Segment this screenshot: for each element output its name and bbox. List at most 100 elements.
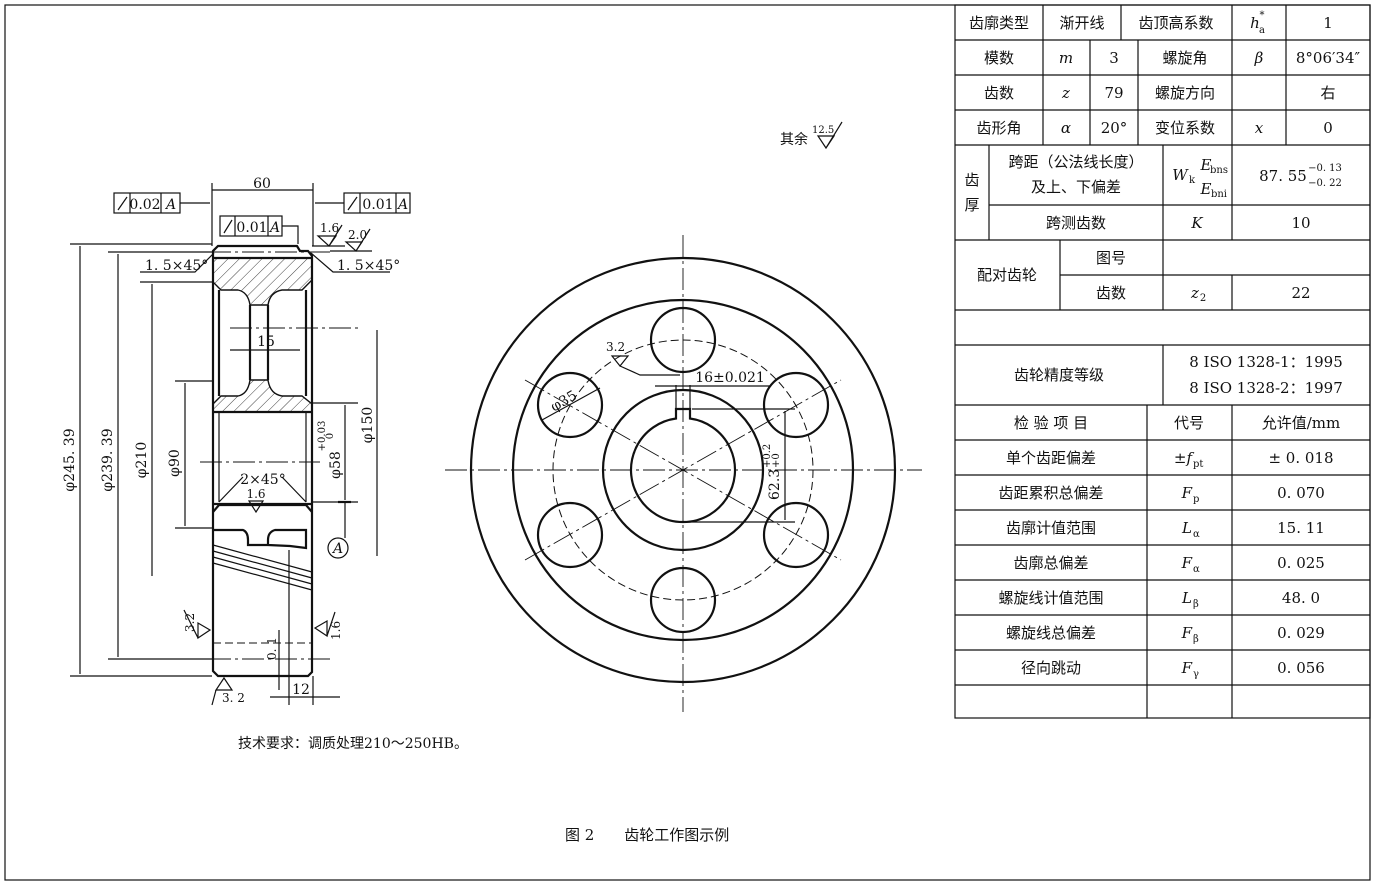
svg-text:0.01: 0.01 — [236, 220, 267, 236]
svg-text:及上、下偏差: 及上、下偏差 — [1031, 178, 1121, 196]
inspection-item: 螺旋线计值范围 — [998, 589, 1103, 607]
bore-with-keyway — [629, 407, 737, 524]
inspection-value: 0. 070 — [1277, 484, 1325, 502]
roughness-top-a: 1.6 — [320, 221, 339, 235]
inspection-item: 齿廓总偏差 — [1013, 554, 1088, 572]
tip-diameter: φ245. 39 — [62, 428, 78, 491]
svg-text:*: * — [1260, 10, 1265, 21]
runout-arrow-icon — [347, 196, 358, 211]
roughness-left-face: 3.2 — [183, 613, 197, 632]
svg-text:bns: bns — [1210, 165, 1228, 176]
svg-text:允许值/mm: 允许值/mm — [1262, 414, 1341, 432]
bore-roughness: 1.6 — [246, 487, 265, 501]
svg-text:齿数: 齿数 — [984, 84, 1014, 102]
svg-text:检 验 项 目: 检 验 项 目 — [1014, 414, 1088, 432]
roughness-right-face: 1.6 — [329, 621, 343, 640]
svg-text:a: a — [1259, 25, 1265, 36]
hole-diameter: φ35 — [548, 388, 580, 416]
svg-text:螺旋方向: 螺旋方向 — [1155, 84, 1215, 102]
other-roughness-value: 12.5 — [812, 125, 834, 136]
svg-text:k: k — [1189, 175, 1196, 186]
bore-chamfer: 2×45° — [240, 472, 285, 488]
inspection-value: 0. 025 — [1277, 554, 1325, 572]
cell-span-value: 87. 55 — [1259, 167, 1307, 185]
svg-text:A: A — [164, 197, 176, 213]
svg-text:齿形角: 齿形角 — [976, 119, 1021, 137]
front-view: φ35 16±0.021 3.2 62.3 +0.2 +0 — [445, 235, 922, 712]
inspection-item: 齿廓计值范围 — [1006, 519, 1096, 537]
inspection-item: 单个齿距偏差 — [1006, 449, 1096, 467]
hole — [762, 501, 830, 569]
inspection-value: ± 0. 018 — [1268, 449, 1333, 467]
svg-text:模数: 模数 — [984, 49, 1014, 67]
roughness-symbol-icon — [344, 228, 371, 252]
hole — [649, 306, 717, 374]
svg-text:齿: 齿 — [964, 171, 979, 189]
roughness-bottom: 3. 2 — [222, 691, 245, 705]
cell-accuracy-2: 8 ISO 1328-2：1997 — [1189, 379, 1343, 397]
inspection-symbol: L — [1181, 519, 1192, 537]
side-view: 60 15 φ245. 39 φ239. 39 φ210 φ90 φ58 +0.… — [62, 176, 411, 706]
cell-pressure-angle: 20° — [1101, 119, 1128, 137]
roughness-symbol-icon — [316, 224, 343, 247]
inspection-symbol-sub: α — [1193, 564, 1200, 575]
other-roughness-label: 其余 — [780, 131, 808, 148]
cell-profile-type: 渐开线 — [1059, 14, 1104, 32]
inspection-value: 0. 056 — [1277, 659, 1325, 677]
inspection-symbol: F — [1181, 484, 1193, 502]
cell-profile-type-label: 齿廓类型 — [969, 14, 1029, 32]
hole — [649, 566, 717, 634]
cell-addendum-coef: 1 — [1323, 14, 1333, 32]
section-hatch-bottom — [212, 379, 313, 413]
bore-diameter: φ58 — [328, 451, 344, 479]
svg-text:螺旋角: 螺旋角 — [1162, 49, 1207, 67]
svg-text:A: A — [396, 197, 408, 213]
roughness-symbol-icon — [247, 500, 265, 514]
inspection-symbol-sub: α — [1193, 529, 1200, 540]
rim-inner-diameter: φ210 — [134, 442, 150, 479]
svg-text:z: z — [1190, 284, 1199, 302]
bore-tol-lower: 0 — [325, 433, 336, 439]
svg-text:m: m — [1059, 49, 1073, 67]
bore-tol-upper: +0.03 — [317, 421, 328, 452]
hole — [762, 371, 830, 439]
svg-text:厚: 厚 — [964, 196, 979, 214]
inspection-symbol-sub: β — [1193, 634, 1199, 645]
svg-text:z: z — [1061, 84, 1070, 102]
keyway-depth: 62.3 — [767, 469, 783, 500]
inspection-symbol: F — [1181, 624, 1193, 642]
cell-addendum-symbol: h — [1250, 14, 1260, 32]
inspection-value: 0. 029 — [1277, 624, 1325, 642]
gear-outline — [211, 244, 314, 678]
section-hatch-top — [212, 257, 313, 306]
hub-diameter: φ90 — [167, 449, 183, 477]
runout-arrow-icon — [117, 196, 128, 211]
gear-parameter-table: 齿廓类型 渐开线 齿顶高系数 h a * 1 模数 m 3 螺旋角 β 8°06… — [954, 4, 1371, 719]
datum-a-marker — [327, 537, 349, 559]
svg-text:bni: bni — [1211, 189, 1227, 200]
svg-text:跨距（公法线长度）: 跨距（公法线长度） — [1008, 153, 1143, 171]
cell-helix-direction: 右 — [1320, 84, 1335, 102]
svg-text:齿数: 齿数 — [1096, 284, 1126, 302]
svg-text:K: K — [1190, 214, 1203, 232]
cell-span-teeth: 10 — [1291, 214, 1310, 232]
cell-module: 3 — [1109, 49, 1119, 67]
inspection-symbol: ±f — [1174, 449, 1195, 467]
cell-addendum-coef-label: 齿顶高系数 — [1138, 14, 1213, 32]
gear-tip-circle — [469, 256, 897, 684]
technical-requirement: 技术要求：调质处理210～250HB。 — [238, 736, 468, 752]
offset-dimension: 12 — [292, 682, 310, 698]
inspection-symbol-sub: pt — [1193, 459, 1203, 470]
svg-text:x: x — [1255, 119, 1264, 137]
depth-dimension: 0. 1 — [265, 637, 279, 660]
roughness-symbol-icon — [183, 609, 212, 640]
svg-text:−0. 22: −0. 22 — [1308, 178, 1342, 189]
cell-profile-shift: 0 — [1323, 119, 1333, 137]
figure-caption: 图 2 齿轮工作图示例 — [565, 826, 729, 844]
keyway-depth-tol-upper: +0.2 — [762, 444, 773, 468]
web-width-dimension: 15 — [257, 334, 275, 350]
cell-teeth: 79 — [1104, 84, 1123, 102]
inspection-symbol-sub: p — [1193, 494, 1199, 505]
